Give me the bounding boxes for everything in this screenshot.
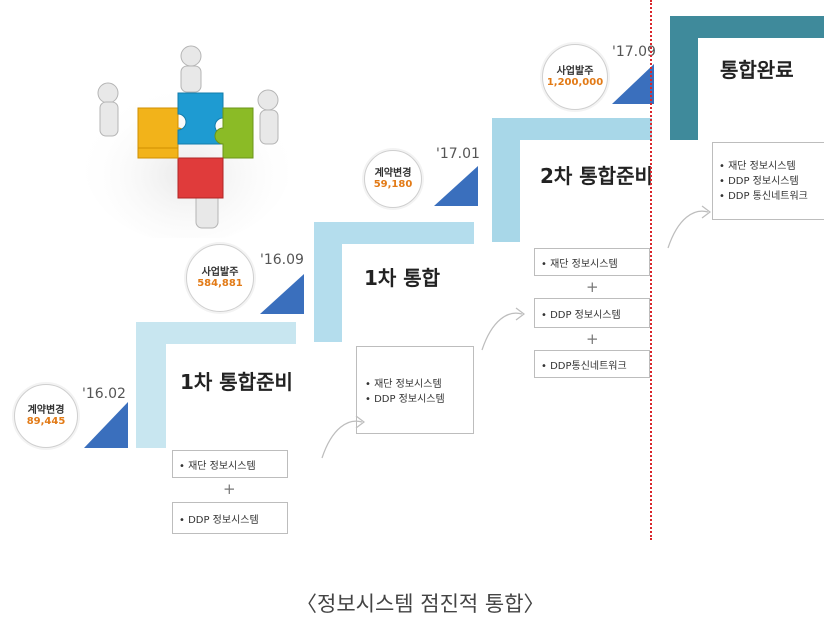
plus-sign: + [586, 278, 599, 296]
system-box: • 재단 정보시스템 [172, 450, 288, 478]
milestone-value: 59,180 [373, 179, 413, 190]
milestone-label: 사업발주 [556, 65, 594, 77]
milestone-date-1: '16.02 [82, 386, 126, 402]
stage-title-4: 통합완료 [720, 58, 794, 82]
curved-arrow-icon [481, 307, 525, 351]
milestone-label: 사업발주 [201, 266, 239, 278]
step-bar-4-horizontal [670, 16, 824, 38]
system-item: • 재단 정보시스템 [365, 379, 442, 390]
stage-title-2: 1차 통합 [364, 266, 441, 290]
milestone-label: 계약변경 [27, 404, 65, 416]
plus-sign: + [223, 480, 236, 498]
milestone-value: 89,445 [26, 416, 66, 427]
curved-arrow-icon [667, 205, 711, 249]
milestone-date-2: '16.09 [260, 252, 304, 268]
system-item: • 재단 정보시스템 [719, 161, 796, 172]
step-triangle-3 [434, 166, 478, 206]
milestone-value: 1,200,000 [546, 77, 604, 88]
system-item: • DDP 정보시스템 [719, 176, 799, 187]
plus-sign: + [586, 330, 599, 348]
milestone-date-3: '17.01 [436, 146, 480, 162]
system-box: • DDP 정보시스템 [534, 298, 650, 328]
system-item: • DDP 정보시스템 [541, 309, 621, 321]
milestone-circle-4: 사업발주 1,200,000 [542, 44, 608, 110]
stage-title-1: 1차 통합준비 [180, 370, 293, 394]
system-item: • DDP 통신네트워크 [719, 191, 808, 202]
milestone-date-4: '17.09 [612, 44, 656, 60]
step-bar-3-horizontal [492, 118, 652, 140]
dotted-divider [650, 0, 652, 540]
system-box: • 재단 정보시스템 [534, 248, 650, 276]
stage-title-3: 2차 통합준비 [540, 164, 653, 188]
milestone-circle-2: 사업발주 584,881 [186, 244, 254, 312]
step-triangle-1 [84, 402, 128, 448]
milestone-value: 584,881 [197, 278, 243, 289]
step-triangle-4 [612, 64, 654, 104]
system-box: • 재단 정보시스템 • DDP 정보시스템 • DDP 통신네트워크 [712, 142, 824, 220]
system-item: • 재단 정보시스템 [541, 258, 618, 270]
system-item: • DDP통신네트워크 [541, 360, 627, 372]
system-box: • DDP통신네트워크 [534, 350, 650, 378]
puzzle-team-icon [83, 45, 288, 238]
step-bar-2-horizontal [314, 222, 474, 244]
system-item: • DDP 정보시스템 [365, 394, 445, 405]
milestone-circle-1: 계약변경 89,445 [14, 384, 78, 448]
system-box: • DDP 정보시스템 [172, 502, 288, 534]
step-triangle-2 [260, 274, 304, 314]
milestone-label: 계약변경 [374, 167, 412, 179]
system-item: • DDP 정보시스템 [179, 514, 259, 526]
step-bar-1-horizontal [136, 322, 296, 344]
figure-caption: 〈정보시스템 점진적 통합〉 [296, 592, 545, 616]
curved-arrow-icon [321, 415, 365, 459]
milestone-circle-3: 계약변경 59,180 [364, 150, 422, 208]
system-box: • 재단 정보시스템 • DDP 정보시스템 [356, 346, 474, 434]
system-item: • 재단 정보시스템 [179, 460, 256, 472]
